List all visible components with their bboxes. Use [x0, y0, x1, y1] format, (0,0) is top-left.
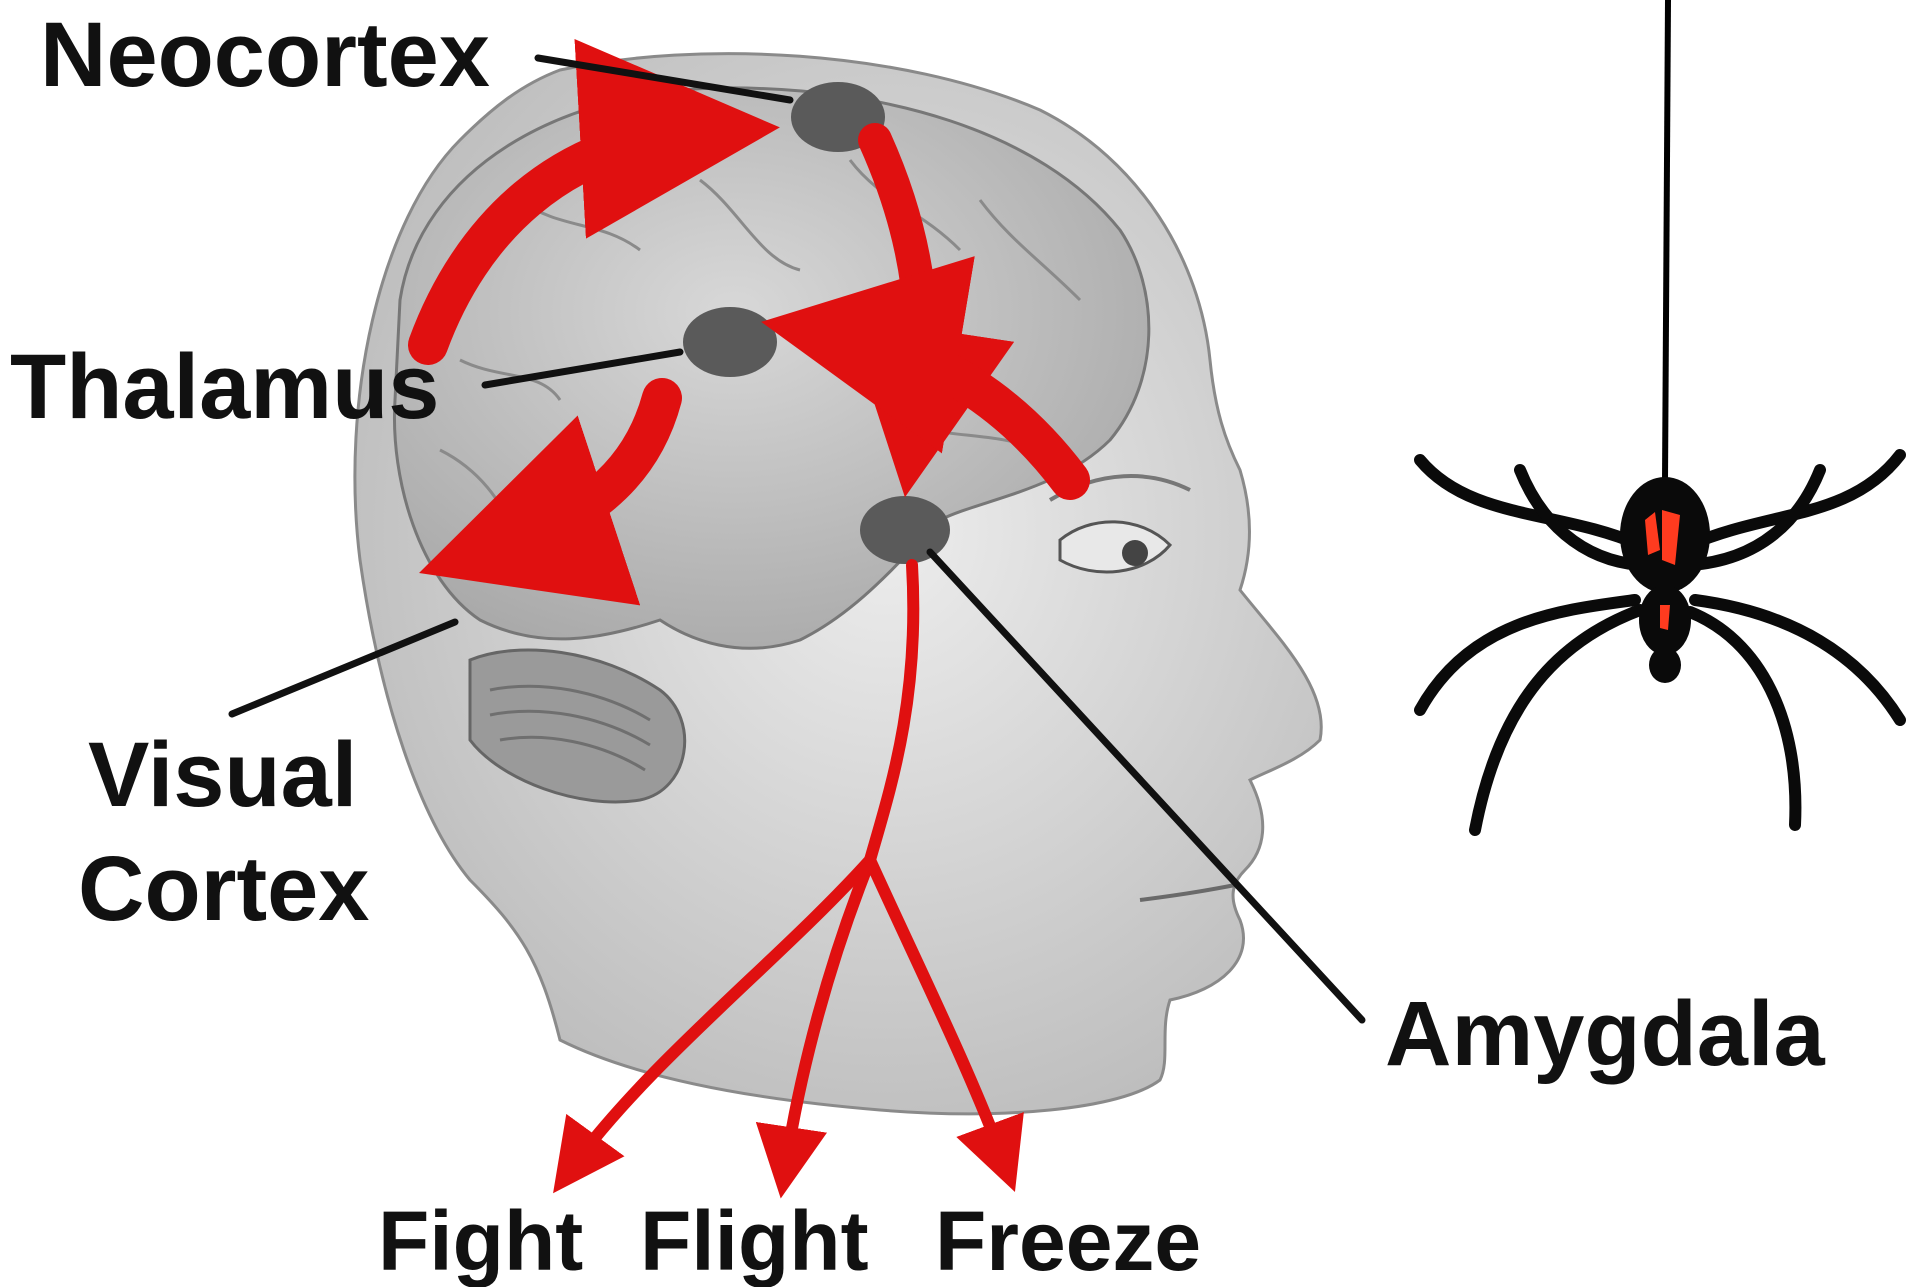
label-flight: Flight — [640, 1194, 869, 1287]
label-fight: Fight — [378, 1194, 583, 1287]
label-visual-cortex-line1: Visual — [88, 724, 357, 826]
label-freeze: Freeze — [935, 1194, 1201, 1287]
label-amygdala: Amygdala — [1385, 983, 1826, 1085]
amygdala-node — [860, 496, 950, 564]
thalamus-node — [683, 307, 777, 377]
label-visual-cortex-line2: Cortex — [78, 838, 369, 940]
spider-thread — [1665, 0, 1668, 480]
label-thalamus: Thalamus — [10, 336, 439, 438]
hanging-spider-icon — [1420, 0, 1900, 830]
spider-head — [1649, 647, 1681, 683]
label-neocortex: Neocortex — [40, 4, 490, 106]
